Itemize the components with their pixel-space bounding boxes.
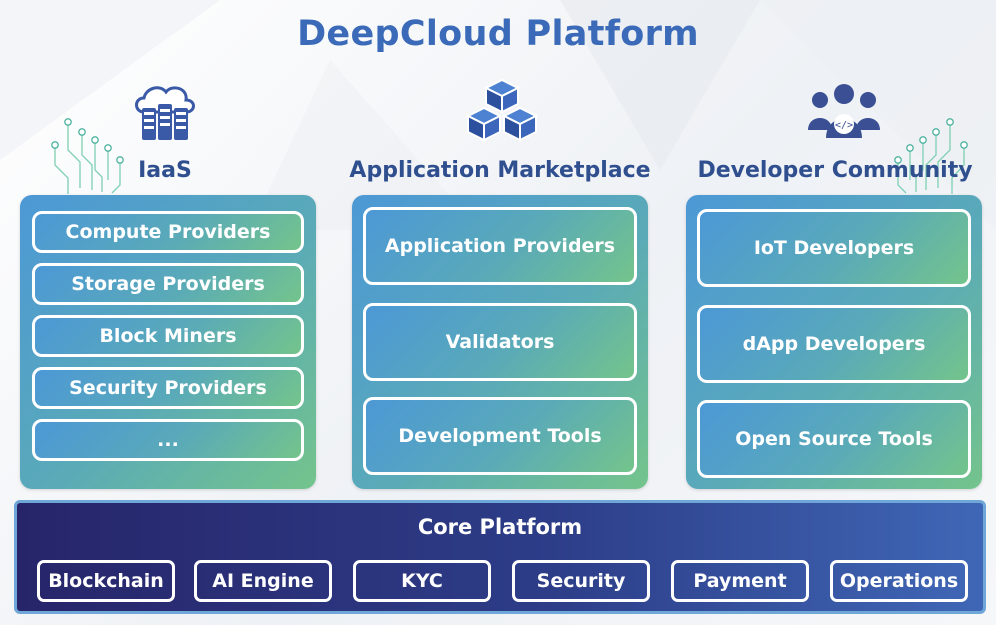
circuit-decoration-right bbox=[894, 118, 968, 194]
iaas-item: Storage Providers bbox=[32, 263, 304, 305]
marketplace-panel: Application Providers Validators Develop… bbox=[352, 195, 648, 489]
core-platform-panel: Core Platform Blockchain AI Engine KYC S… bbox=[14, 500, 986, 614]
server-cloud-icon bbox=[135, 86, 195, 140]
iaas-item: ... bbox=[32, 419, 304, 461]
iaas-item: Block Miners bbox=[32, 315, 304, 357]
core-item-security: Security bbox=[512, 560, 650, 602]
iaas-item: Compute Providers bbox=[32, 211, 304, 253]
svg-text:</>: </> bbox=[835, 120, 853, 131]
core-item-kyc: KYC bbox=[353, 560, 491, 602]
core-item-payment: Payment bbox=[671, 560, 809, 602]
core-item-operations: Operations bbox=[830, 560, 968, 602]
marketplace-item: Application Providers bbox=[363, 207, 637, 285]
developer-panel: IoT Developers dApp Developers Open Sour… bbox=[686, 195, 982, 489]
core-platform-title: Core Platform bbox=[417, 515, 583, 539]
marketplace-item: Validators bbox=[363, 303, 637, 381]
column-heading-developer: Developer Community bbox=[697, 158, 973, 183]
core-item-ai-engine: AI Engine bbox=[194, 560, 332, 602]
column-heading-iaas: IaaS bbox=[138, 158, 192, 183]
page-title: DeepCloud Platform bbox=[297, 14, 699, 54]
developers-icon: </> bbox=[808, 84, 880, 138]
column-heading-marketplace: Application Marketplace bbox=[349, 158, 651, 183]
marketplace-item: Development Tools bbox=[363, 397, 637, 475]
developer-item: dApp Developers bbox=[697, 305, 971, 383]
circuit-decoration-left bbox=[51, 118, 124, 194]
iaas-panel: Compute Providers Storage Providers Bloc… bbox=[20, 195, 316, 489]
developer-item: IoT Developers bbox=[697, 209, 971, 287]
developer-item: Open Source Tools bbox=[697, 400, 971, 478]
iaas-item: Security Providers bbox=[32, 367, 304, 409]
core-item-blockchain: Blockchain bbox=[37, 560, 175, 602]
cubes-icon bbox=[465, 78, 539, 142]
